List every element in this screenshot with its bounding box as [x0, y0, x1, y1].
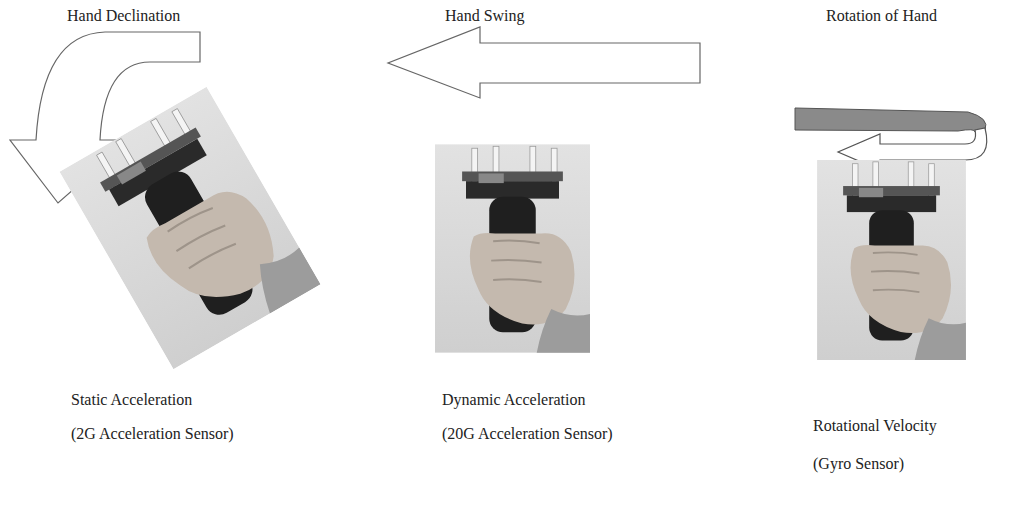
sensor-label: Rotational Velocity — [813, 416, 937, 435]
sensor-label: (2G Acceleration Sensor) — [71, 424, 234, 443]
photo-rotation — [817, 160, 966, 360]
straight-arrow — [388, 27, 700, 98]
motion-label: Hand Swing — [445, 6, 525, 25]
photo-declination — [60, 87, 321, 369]
motion-label: Hand Declination — [67, 6, 180, 25]
sensor-label: (Gyro Sensor) — [813, 454, 904, 473]
sensor-label: Dynamic Acceleration — [442, 390, 586, 409]
sensor-label: (20G Acceleration Sensor) — [442, 424, 613, 443]
motion-label: Rotation of Hand — [826, 6, 937, 25]
photo-swing — [435, 144, 590, 352]
rotation-band — [795, 108, 986, 132]
sensor-label: Static Acceleration — [71, 390, 192, 409]
